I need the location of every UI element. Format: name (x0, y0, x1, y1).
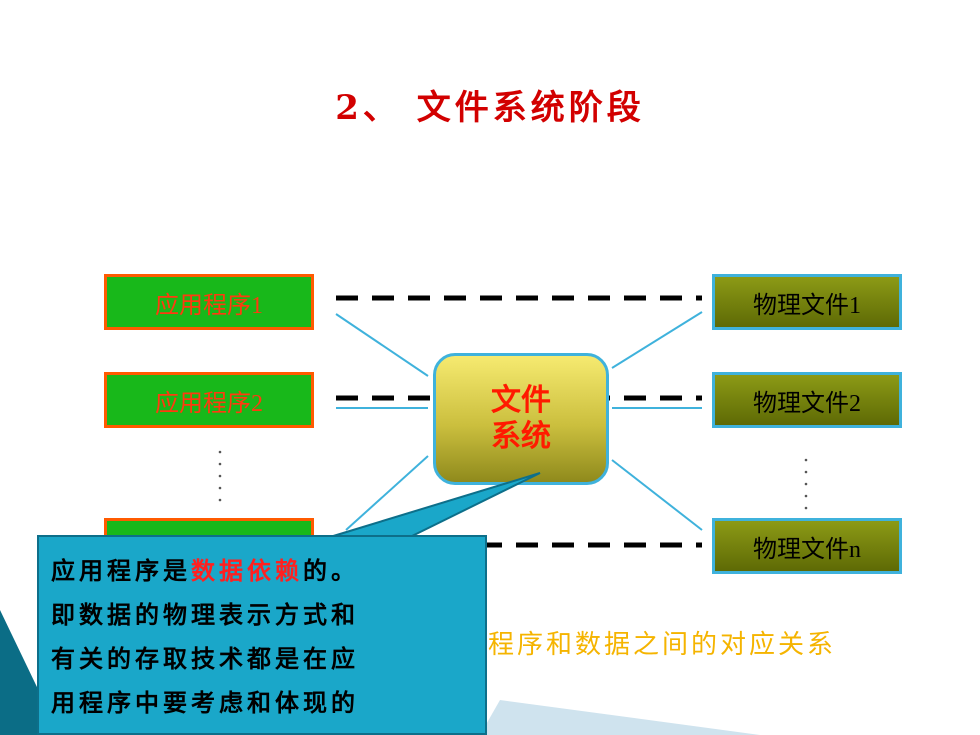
physical-file-box-1: 物理文件1 (712, 274, 902, 330)
file-system-label-line1: 文件 (491, 383, 551, 418)
page-title: 2、 文件系统阶段 (335, 88, 645, 128)
app-box-2: 应用程序2 (104, 372, 314, 428)
bottom-caption: 程序和数据之间的对应关系 (488, 630, 837, 660)
file-system-label-line2: 系统 (491, 419, 551, 454)
callout-line-4: 用程序中要考虑和体现的 (51, 688, 359, 717)
callout-line-1: 应用程序是数据依赖的。 (51, 556, 359, 585)
callout-note: 应用程序是数据依赖的。 即数据的物理表示方式和 有关的存取技术都是在应 用程序中… (37, 535, 487, 735)
physical-file-box-n: 物理文件n (712, 518, 902, 574)
file-system-box: 文件 系统 (433, 353, 609, 485)
callout-line-2: 即数据的物理表示方式和 (51, 600, 359, 629)
physical-file-box-2: 物理文件2 (712, 372, 902, 428)
callout-line-3: 有关的存取技术都是在应 (51, 644, 359, 673)
callout-highlight: 数据依赖 (191, 556, 303, 585)
app-box-1: 应用程序1 (104, 274, 314, 330)
